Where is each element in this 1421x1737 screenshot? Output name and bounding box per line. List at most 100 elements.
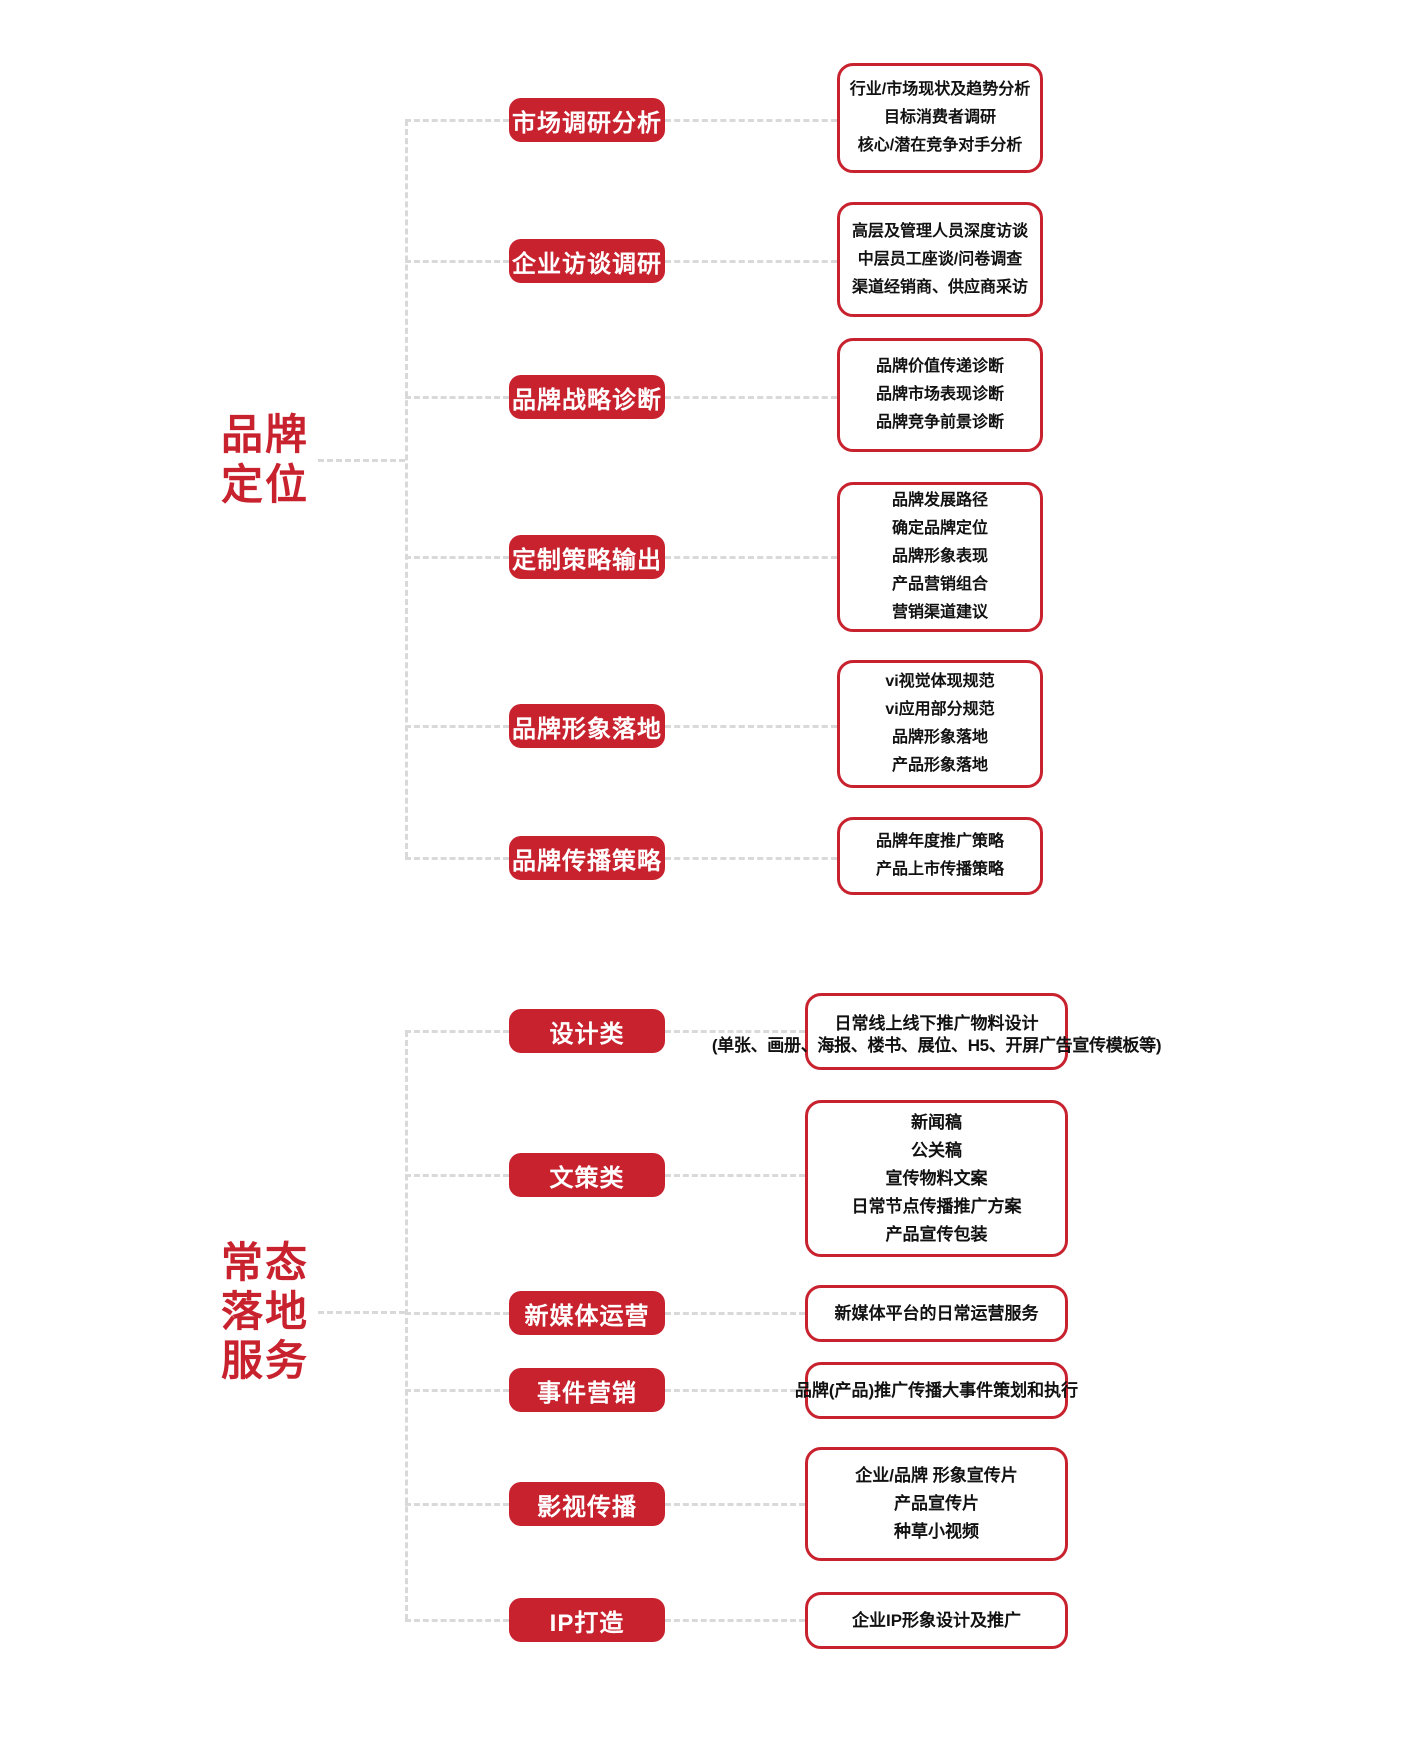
leaf-line: 中层员工座谈/问卷调查 [857, 250, 1023, 268]
branch-button-label: 品牌形象落地 [512, 715, 662, 743]
leaf-line: 产品宣传片 [894, 1494, 979, 1513]
leaf-box-company-interview-research: 高层及管理人员深度访谈 中层员工座谈/问卷调查 渠道经销商、供应商采访 [837, 202, 1043, 317]
leaf-line: 日常线上线下推广物料设计 [834, 1013, 1039, 1033]
connector-spine-to-button [405, 1389, 509, 1392]
leaf-line: 产品营销组合 [891, 576, 988, 593]
connector-button-to-box [665, 725, 837, 728]
leaf-line: 核心/潜在竞争对手分析 [857, 137, 1023, 154]
leaf-line: 品牌发展路径 [891, 492, 988, 509]
leaf-line: 品牌市场表现诊断 [875, 386, 1004, 403]
connector-spine-to-button [405, 556, 509, 559]
branch-button-market-research-analysis: 市场调研分析 [509, 98, 665, 142]
branch-button-label: 企业访谈调研 [512, 250, 662, 278]
root-label-routine-services: 常态 落地 服务 [221, 1238, 309, 1385]
connector-button-to-box [665, 1503, 805, 1506]
leaf-line: 营销渠道建议 [891, 604, 988, 621]
connector-spine-to-button [405, 1503, 509, 1506]
branch-button-new-media-operation: 新媒体运营 [509, 1291, 665, 1335]
connector-button-to-box [665, 857, 837, 860]
connector-spine [405, 120, 408, 858]
branch-button-label: 事件营销 [537, 1379, 637, 1407]
connector-button-to-box [665, 260, 837, 263]
connector-label-to-spine [318, 1311, 405, 1314]
branch-button-brand-communication-strategy: 品牌传播策略 [509, 836, 665, 880]
leaf-box-brand-communication-strategy: 品牌年度推广策略 产品上市传播策略 [837, 817, 1043, 895]
leaf-line: 品牌年度推广策略 [875, 833, 1004, 850]
branch-button-brand-image-implementation: 品牌形象落地 [509, 704, 665, 748]
leaf-box-video-communication: 企业/品牌 形象宣传片 产品宣传片 种草小视频 [805, 1447, 1068, 1561]
root-label-line: 定位 [221, 461, 310, 508]
leaf-line: 品牌竞争前景诊断 [875, 414, 1004, 431]
connector-spine-to-button [405, 396, 509, 399]
connector-spine-to-button [405, 260, 509, 263]
connector-spine-to-button [405, 119, 509, 122]
branch-button-label: 品牌传播策略 [512, 847, 662, 875]
leaf-box-event-marketing: 品牌(产品)推广传播大事件策划和执行 [795, 1362, 1078, 1419]
connector-spine-to-button [405, 1619, 509, 1622]
connector-button-to-box [665, 1030, 805, 1033]
connector-button-to-box [665, 396, 837, 399]
leaf-line: 产品宣传包装 [885, 1224, 988, 1244]
connector-spine [405, 1031, 408, 1620]
leaf-line: 品牌价值传递诊断 [875, 358, 1004, 375]
leaf-box-market-research-analysis: 行业/市场现状及趋势分析 目标消费者调研 核心/潜在竞争对手分析 [837, 63, 1043, 173]
leaf-box-copywriting: 新闻稿 公关稿 宣传物料文案 日常节点传播推广方案 产品宣传包装 [805, 1100, 1068, 1257]
root-label-line: 落地 [221, 1288, 310, 1335]
branch-button-label: 定制策略输出 [512, 546, 662, 574]
connector-button-to-box [665, 1174, 805, 1177]
connector-spine-to-button [405, 1030, 509, 1033]
branch-button-video-communication: 影视传播 [509, 1482, 665, 1526]
leaf-line: vi视觉体现规范 [885, 673, 995, 690]
branch-button-label: 影视传播 [537, 1493, 637, 1521]
root-label-brand-positioning: 品牌 定位 [221, 410, 309, 510]
leaf-line: 日常节点传播推广方案 [851, 1196, 1022, 1216]
leaf-box-brand-strategy-diagnosis: 品牌价值传递诊断 品牌市场表现诊断 品牌竞争前景诊断 [837, 338, 1043, 452]
leaf-line: 品牌(产品)推广传播大事件策划和执行 [794, 1380, 1079, 1400]
leaf-box-brand-image-implementation: vi视觉体现规范 vi应用部分规范 品牌形象落地 产品形象落地 [837, 660, 1043, 788]
leaf-line: 行业/市场现状及趋势分析 [849, 81, 1031, 98]
leaf-line: 新媒体平台的日常运营服务 [834, 1303, 1039, 1323]
branch-button-label: 市场调研分析 [512, 109, 662, 137]
root-label-line: 服务 [221, 1337, 310, 1384]
branch-button-company-interview-research: 企业访谈调研 [509, 239, 665, 283]
root-label-line: 常态 [221, 1239, 310, 1286]
branch-button-label: IP打造 [549, 1609, 625, 1637]
branch-button-custom-strategy-output: 定制策略输出 [509, 535, 665, 579]
leaf-line: 品牌形象落地 [891, 729, 988, 746]
branch-button-ip-building: IP打造 [509, 1598, 665, 1642]
branch-button-design: 设计类 [509, 1009, 665, 1053]
leaf-box-custom-strategy-output: 品牌发展路径 确定品牌定位 品牌形象表现 产品营销组合 营销渠道建议 [837, 482, 1043, 632]
connector-button-to-box [665, 1312, 805, 1315]
branch-button-event-marketing: 事件营销 [509, 1368, 665, 1412]
branch-button-brand-strategy-diagnosis: 品牌战略诊断 [509, 375, 665, 419]
connector-spine-to-button [405, 725, 509, 728]
leaf-box-new-media-operation: 新媒体平台的日常运营服务 [805, 1285, 1068, 1342]
branch-button-label: 设计类 [549, 1020, 625, 1048]
leaf-line: 目标消费者调研 [883, 109, 996, 126]
connector-spine-to-button [405, 1312, 509, 1315]
leaf-line: 新闻稿 [911, 1112, 962, 1132]
leaf-line: 宣传物料文案 [885, 1168, 988, 1188]
leaf-line: 渠道经销商、供应商采访 [851, 278, 1028, 296]
leaf-line: 产品形象落地 [891, 757, 988, 774]
leaf-line: 企业/品牌 形象宣传片 [855, 1466, 1018, 1485]
leaf-line: 确定品牌定位 [891, 520, 988, 537]
leaf-line: 公关稿 [911, 1140, 962, 1160]
connector-label-to-spine [318, 459, 405, 462]
branch-button-label: 文策类 [549, 1164, 625, 1192]
leaf-line: vi应用部分规范 [885, 701, 995, 718]
connector-spine-to-button [405, 857, 509, 860]
leaf-box-design: 日常线上线下推广物料设计 (单张、画册、海报、楼书、展位、H5、开屏广告宣传模板… [712, 993, 1161, 1070]
root-label-line: 品牌 [221, 411, 310, 458]
leaf-line: 产品上市传播策略 [875, 861, 1004, 878]
connector-button-to-box [665, 1619, 805, 1622]
leaf-line: (单张、画册、海报、楼书、展位、H5、开屏广告宣传模板等) [711, 1035, 1162, 1055]
branch-button-label: 新媒体运营 [524, 1302, 650, 1330]
leaf-line: 品牌形象表现 [891, 548, 988, 565]
leaf-line: 高层及管理人员深度访谈 [851, 222, 1028, 240]
connector-button-to-box [665, 119, 837, 122]
connector-button-to-box [665, 556, 837, 559]
connector-button-to-box [665, 1389, 805, 1392]
branch-button-label: 品牌战略诊断 [512, 386, 662, 414]
